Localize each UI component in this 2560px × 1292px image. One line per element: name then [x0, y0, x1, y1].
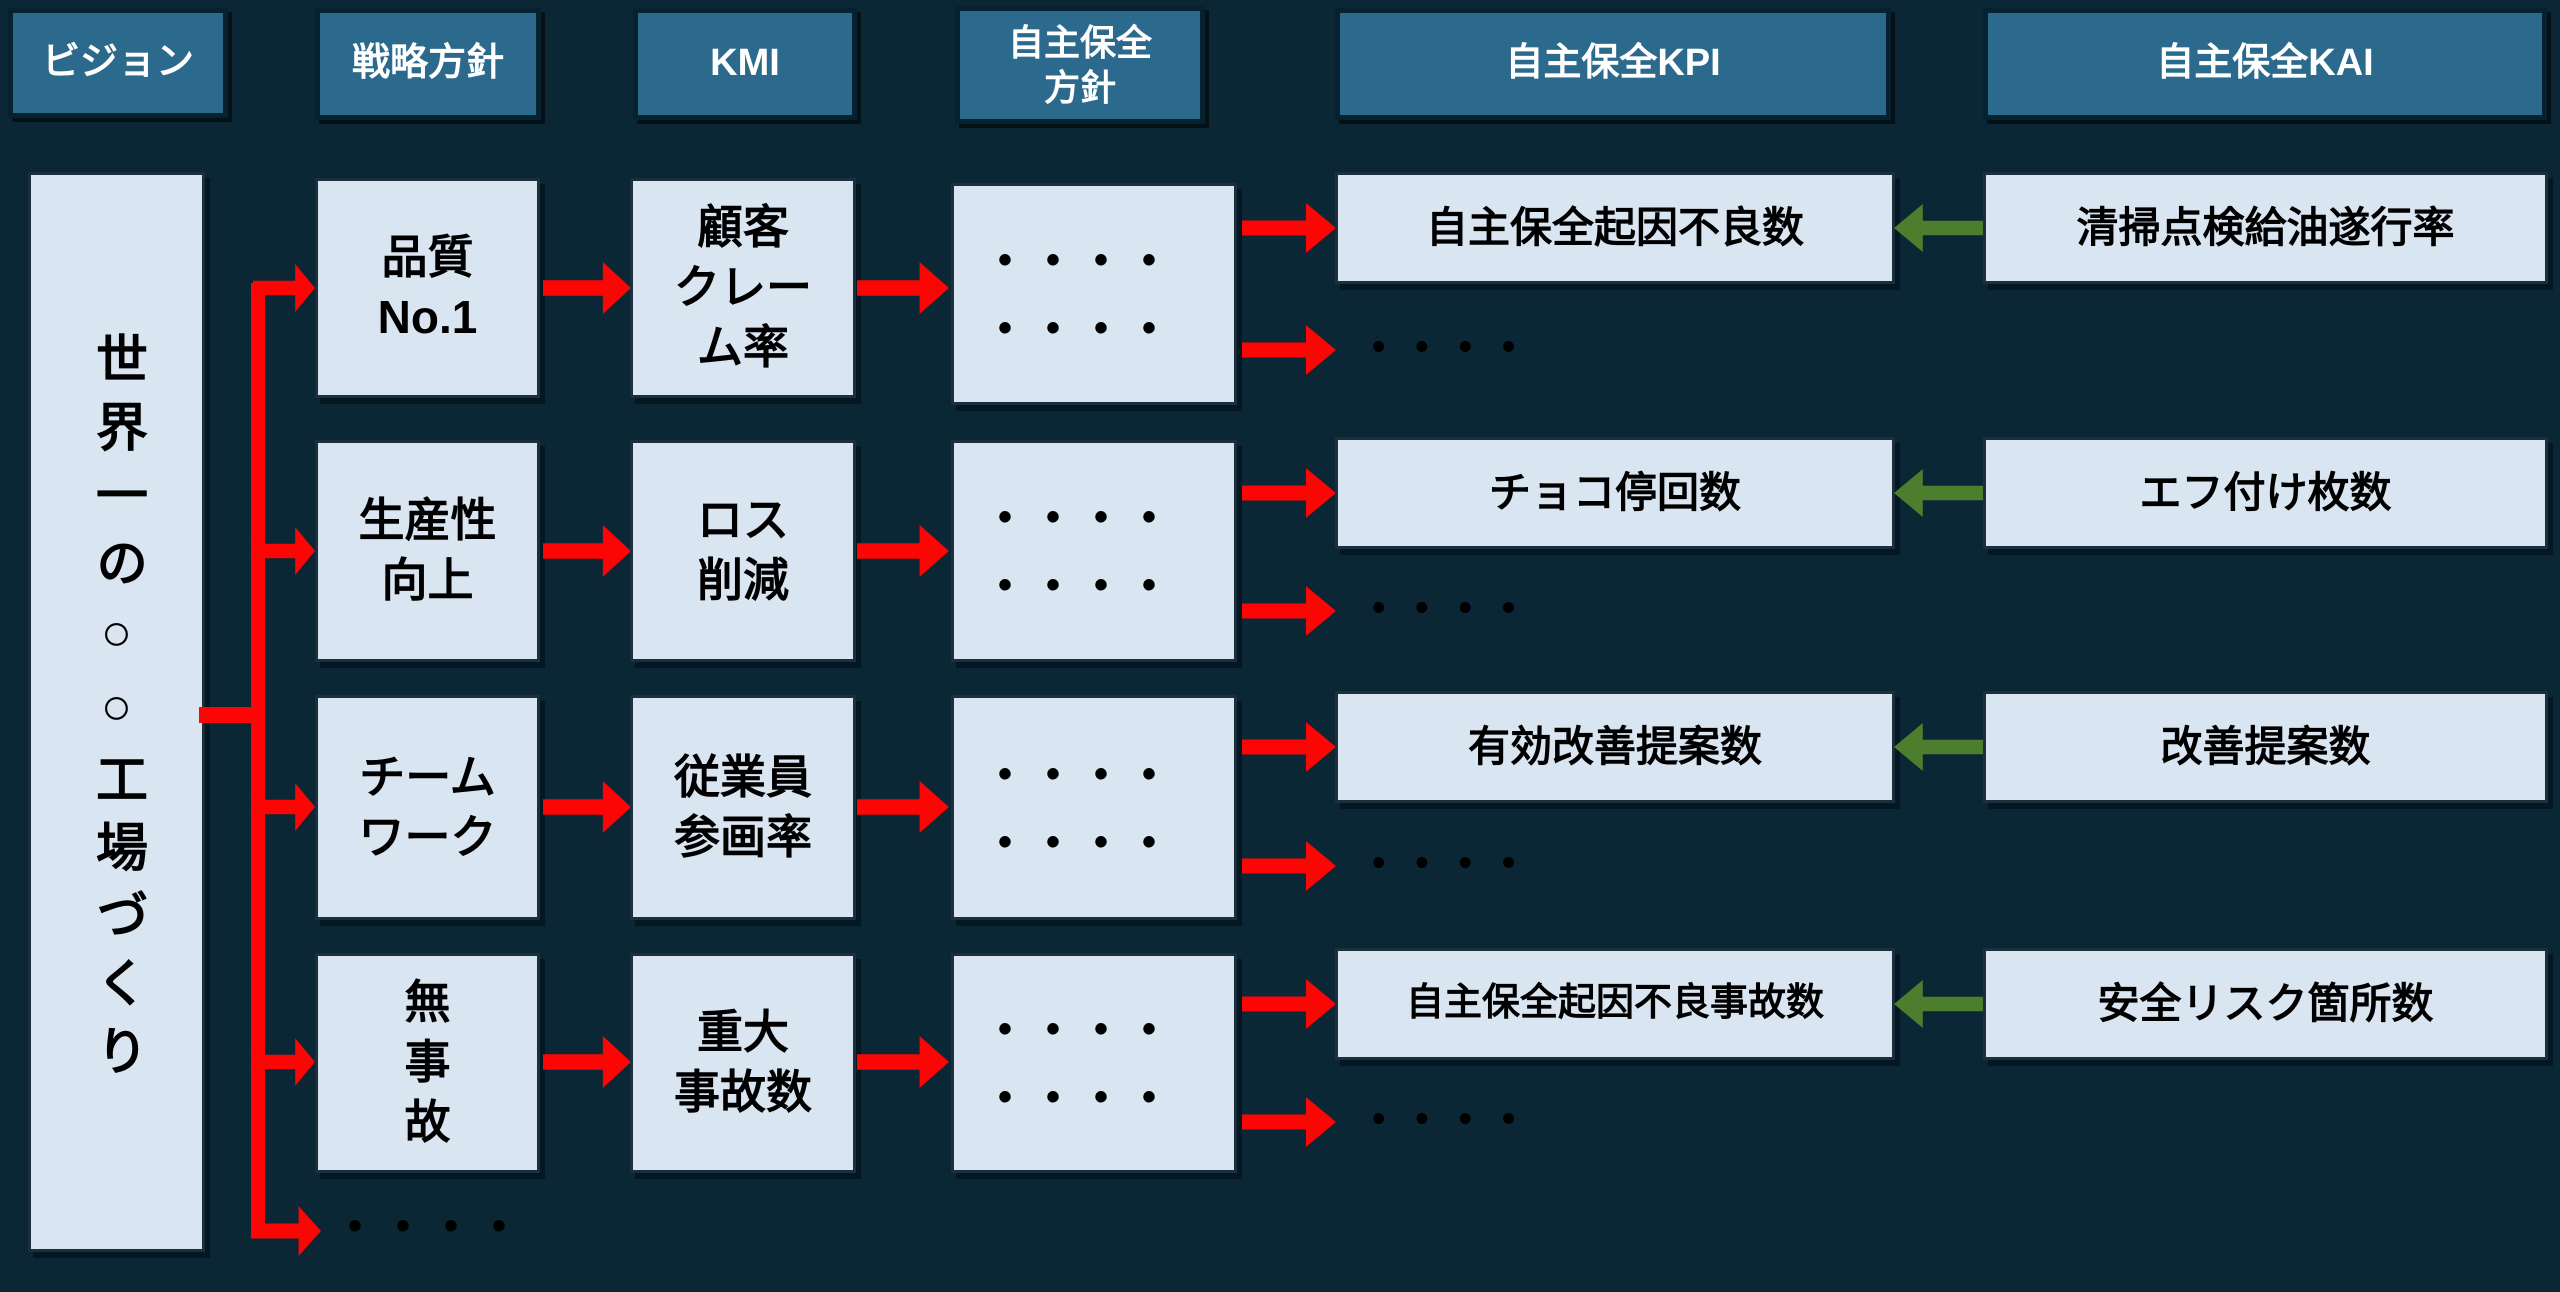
kpi-box-effective-suggestions: 有効改善提案数: [1335, 691, 1895, 803]
kpi-box-defects: 自主保全起因不良数: [1335, 172, 1895, 284]
strategy-box-productivity: 生産性 向上: [315, 440, 540, 662]
red-arrow-kmi-policy-row4: [857, 1036, 949, 1088]
vision-trunk-line: [251, 283, 265, 1238]
red-arrow-strategy-kmi-row1: [543, 262, 631, 314]
green-arrow-kai-kpi-row3: [1894, 723, 1984, 771]
vision-statement-box: 世界一の○○工場づくり: [28, 172, 205, 1252]
strategy-box-zero-accidents: 無 事 故: [315, 953, 540, 1173]
red-arrow-policy-dots-row4: [1242, 1097, 1336, 1147]
red-arrow-strategy-kmi-row4: [543, 1036, 631, 1088]
kai-box-fuda-tags: エフ付け枚数: [1983, 437, 2548, 549]
red-arrow-kmi-policy-row2: [857, 525, 949, 577]
kpi-placeholder-dots-row1: ••••: [1372, 326, 1546, 368]
strategy-box-quality: 品質 No.1: [315, 178, 540, 398]
kmi-box-loss-reduction: ロス 削減: [630, 440, 856, 662]
red-arrow-kmi-policy-row1: [857, 262, 949, 314]
policy-placeholder-box-row2: •••• ••••: [951, 440, 1237, 662]
green-arrow-kai-kpi-row1: [1894, 204, 1984, 252]
header-policy: 自主保全 方針: [955, 6, 1205, 124]
kai-box-safety-risk-spots: 安全リスク箇所数: [1983, 948, 2548, 1060]
red-arrow-policy-kpi-row2: [1242, 468, 1336, 518]
red-arrow-policy-dots-row2: [1242, 586, 1336, 636]
vision-connector-stub: [199, 707, 255, 723]
kmi-box-participation-rate: 従業員 参画率: [630, 695, 856, 920]
policy-placeholder-box-row3: •••• ••••: [951, 695, 1237, 920]
red-arrow-policy-kpi-row4: [1242, 979, 1336, 1029]
red-arrow-policy-kpi-row1: [1242, 203, 1336, 253]
header-kmi: KMI: [633, 8, 857, 120]
kmi-box-major-accidents: 重大 事故数: [630, 953, 856, 1173]
kpi-placeholder-dots-row2: ••••: [1372, 587, 1546, 629]
policy-placeholder-box-row1: •••• ••••: [951, 183, 1237, 405]
vision-statement-text: 世界一の○○工場づくり: [87, 332, 146, 1092]
header-strategy: 戦略方針: [315, 8, 541, 120]
header-kai: 自主保全KAI: [1983, 8, 2547, 120]
red-arrow-strategy-kmi-row2: [543, 525, 631, 577]
header-vision: ビジョン: [8, 8, 228, 118]
kpi-placeholder-dots-row4: ••••: [1372, 1098, 1546, 1140]
green-arrow-kai-kpi-row2: [1894, 469, 1984, 517]
green-arrow-kai-kpi-row4: [1894, 980, 1984, 1028]
kpi-box-accident-defects: 自主保全起因不良事故数: [1335, 948, 1895, 1060]
red-arrow-strategy-kmi-row3: [543, 781, 631, 833]
kpi-placeholder-dots-row3: ••••: [1372, 842, 1546, 884]
red-arrow-kmi-policy-row3: [857, 781, 949, 833]
kpi-box-minor-stoppages: チョコ停回数: [1335, 437, 1895, 549]
red-arrow-policy-kpi-row3: [1242, 722, 1336, 772]
policy-placeholder-box-row4: •••• ••••: [951, 953, 1237, 1173]
red-arrow-policy-dots-row3: [1242, 841, 1336, 891]
header-kpi: 自主保全KPI: [1335, 8, 1891, 120]
kai-box-cleaning-inspection: 清掃点検給油遂行率: [1983, 172, 2548, 284]
kai-box-suggestions: 改善提案数: [1983, 691, 2548, 803]
kmi-box-claim-rate: 顧客 クレー ム率: [630, 178, 856, 398]
strategy-box-teamwork: チーム ワーク: [315, 695, 540, 920]
red-arrow-policy-dots-row1: [1242, 325, 1336, 375]
continuation-dots: ••••: [348, 1204, 541, 1248]
